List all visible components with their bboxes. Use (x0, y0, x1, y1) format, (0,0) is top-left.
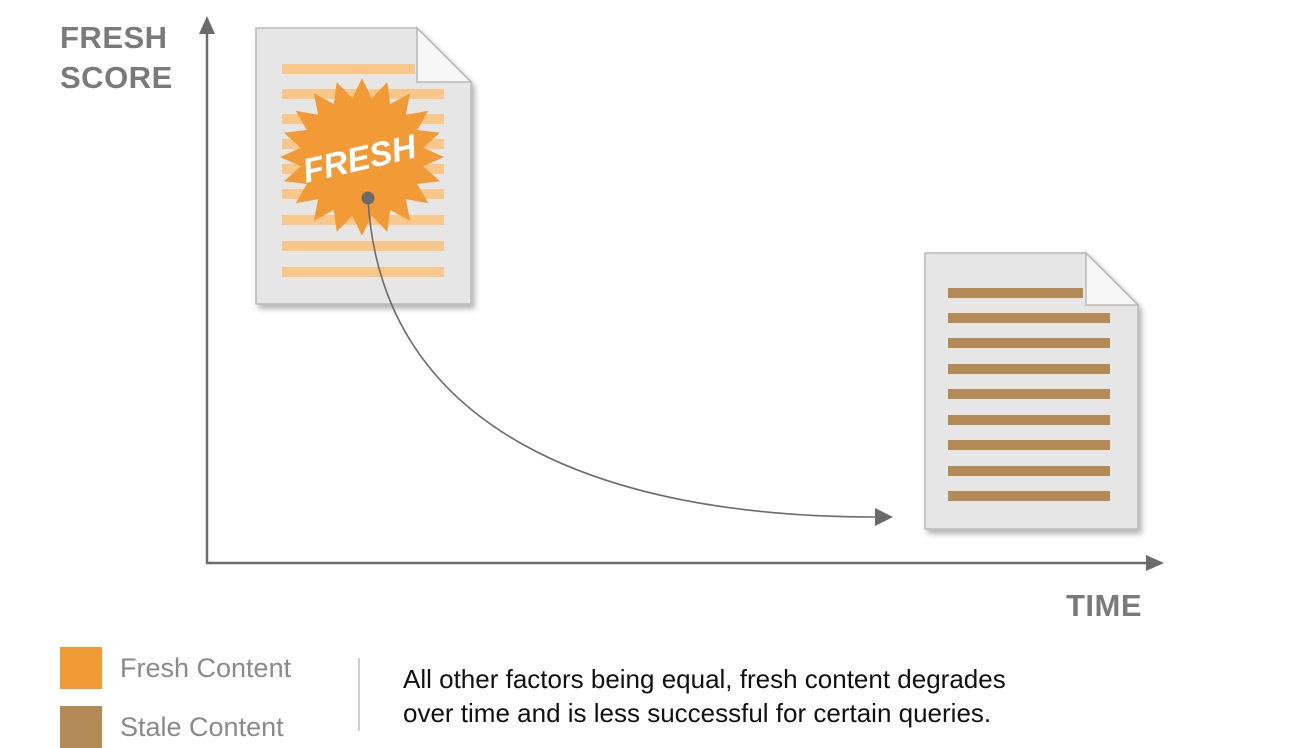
fresh-stripe (282, 241, 444, 251)
caption: All other factors being equal, fresh con… (403, 662, 1183, 730)
fresh-document-fold (416, 26, 473, 83)
fresh-stripe (282, 267, 444, 277)
x-axis-arrow (1146, 555, 1164, 571)
fresh-content-label: Fresh Content (120, 652, 292, 683)
freshness-diagram: FRESH (199, 16, 1164, 571)
stale-document-stripes (948, 288, 1110, 501)
stale-document-fold (1085, 251, 1140, 306)
fresh-starburst-icon (280, 78, 444, 236)
stale-stripe (948, 364, 1110, 374)
y-axis-arrow (199, 16, 215, 34)
stale-document-icon (924, 251, 1140, 530)
stale-stripe (948, 288, 1083, 298)
caption-line1: All other factors being equal, fresh con… (403, 664, 1006, 694)
legend-item-stale: Stale Content (60, 706, 284, 748)
stale-content-label: Stale Content (120, 711, 284, 742)
stale-stripe (948, 415, 1110, 425)
legend-divider (358, 658, 360, 731)
stale-stripe (948, 389, 1110, 399)
x-axis-label: TIME (1066, 588, 1143, 623)
stale-stripe (948, 313, 1110, 323)
stale-stripe (948, 440, 1110, 450)
stale-content-swatch (60, 706, 102, 748)
decay-curve-path (367, 197, 877, 518)
fresh-stripe (282, 64, 415, 74)
decay-curve-arrowhead (875, 508, 893, 526)
fresh-document-icon: FRESH (255, 26, 473, 305)
stale-stripe (948, 466, 1110, 476)
axes (199, 16, 1164, 571)
caption-line2: over time and is less successful for cer… (403, 698, 992, 728)
y-axis-label: FRESH SCORE (60, 18, 200, 98)
stale-stripe (948, 338, 1110, 348)
decay-curve (361, 191, 893, 526)
y-axis-label-line1: FRESH (60, 20, 168, 55)
fresh-content-swatch (60, 647, 102, 689)
stale-stripe (948, 491, 1110, 501)
y-axis-label-line2: SCORE (60, 60, 173, 95)
curve-start-dot (361, 191, 375, 205)
legend-item-fresh: Fresh Content (60, 647, 291, 689)
